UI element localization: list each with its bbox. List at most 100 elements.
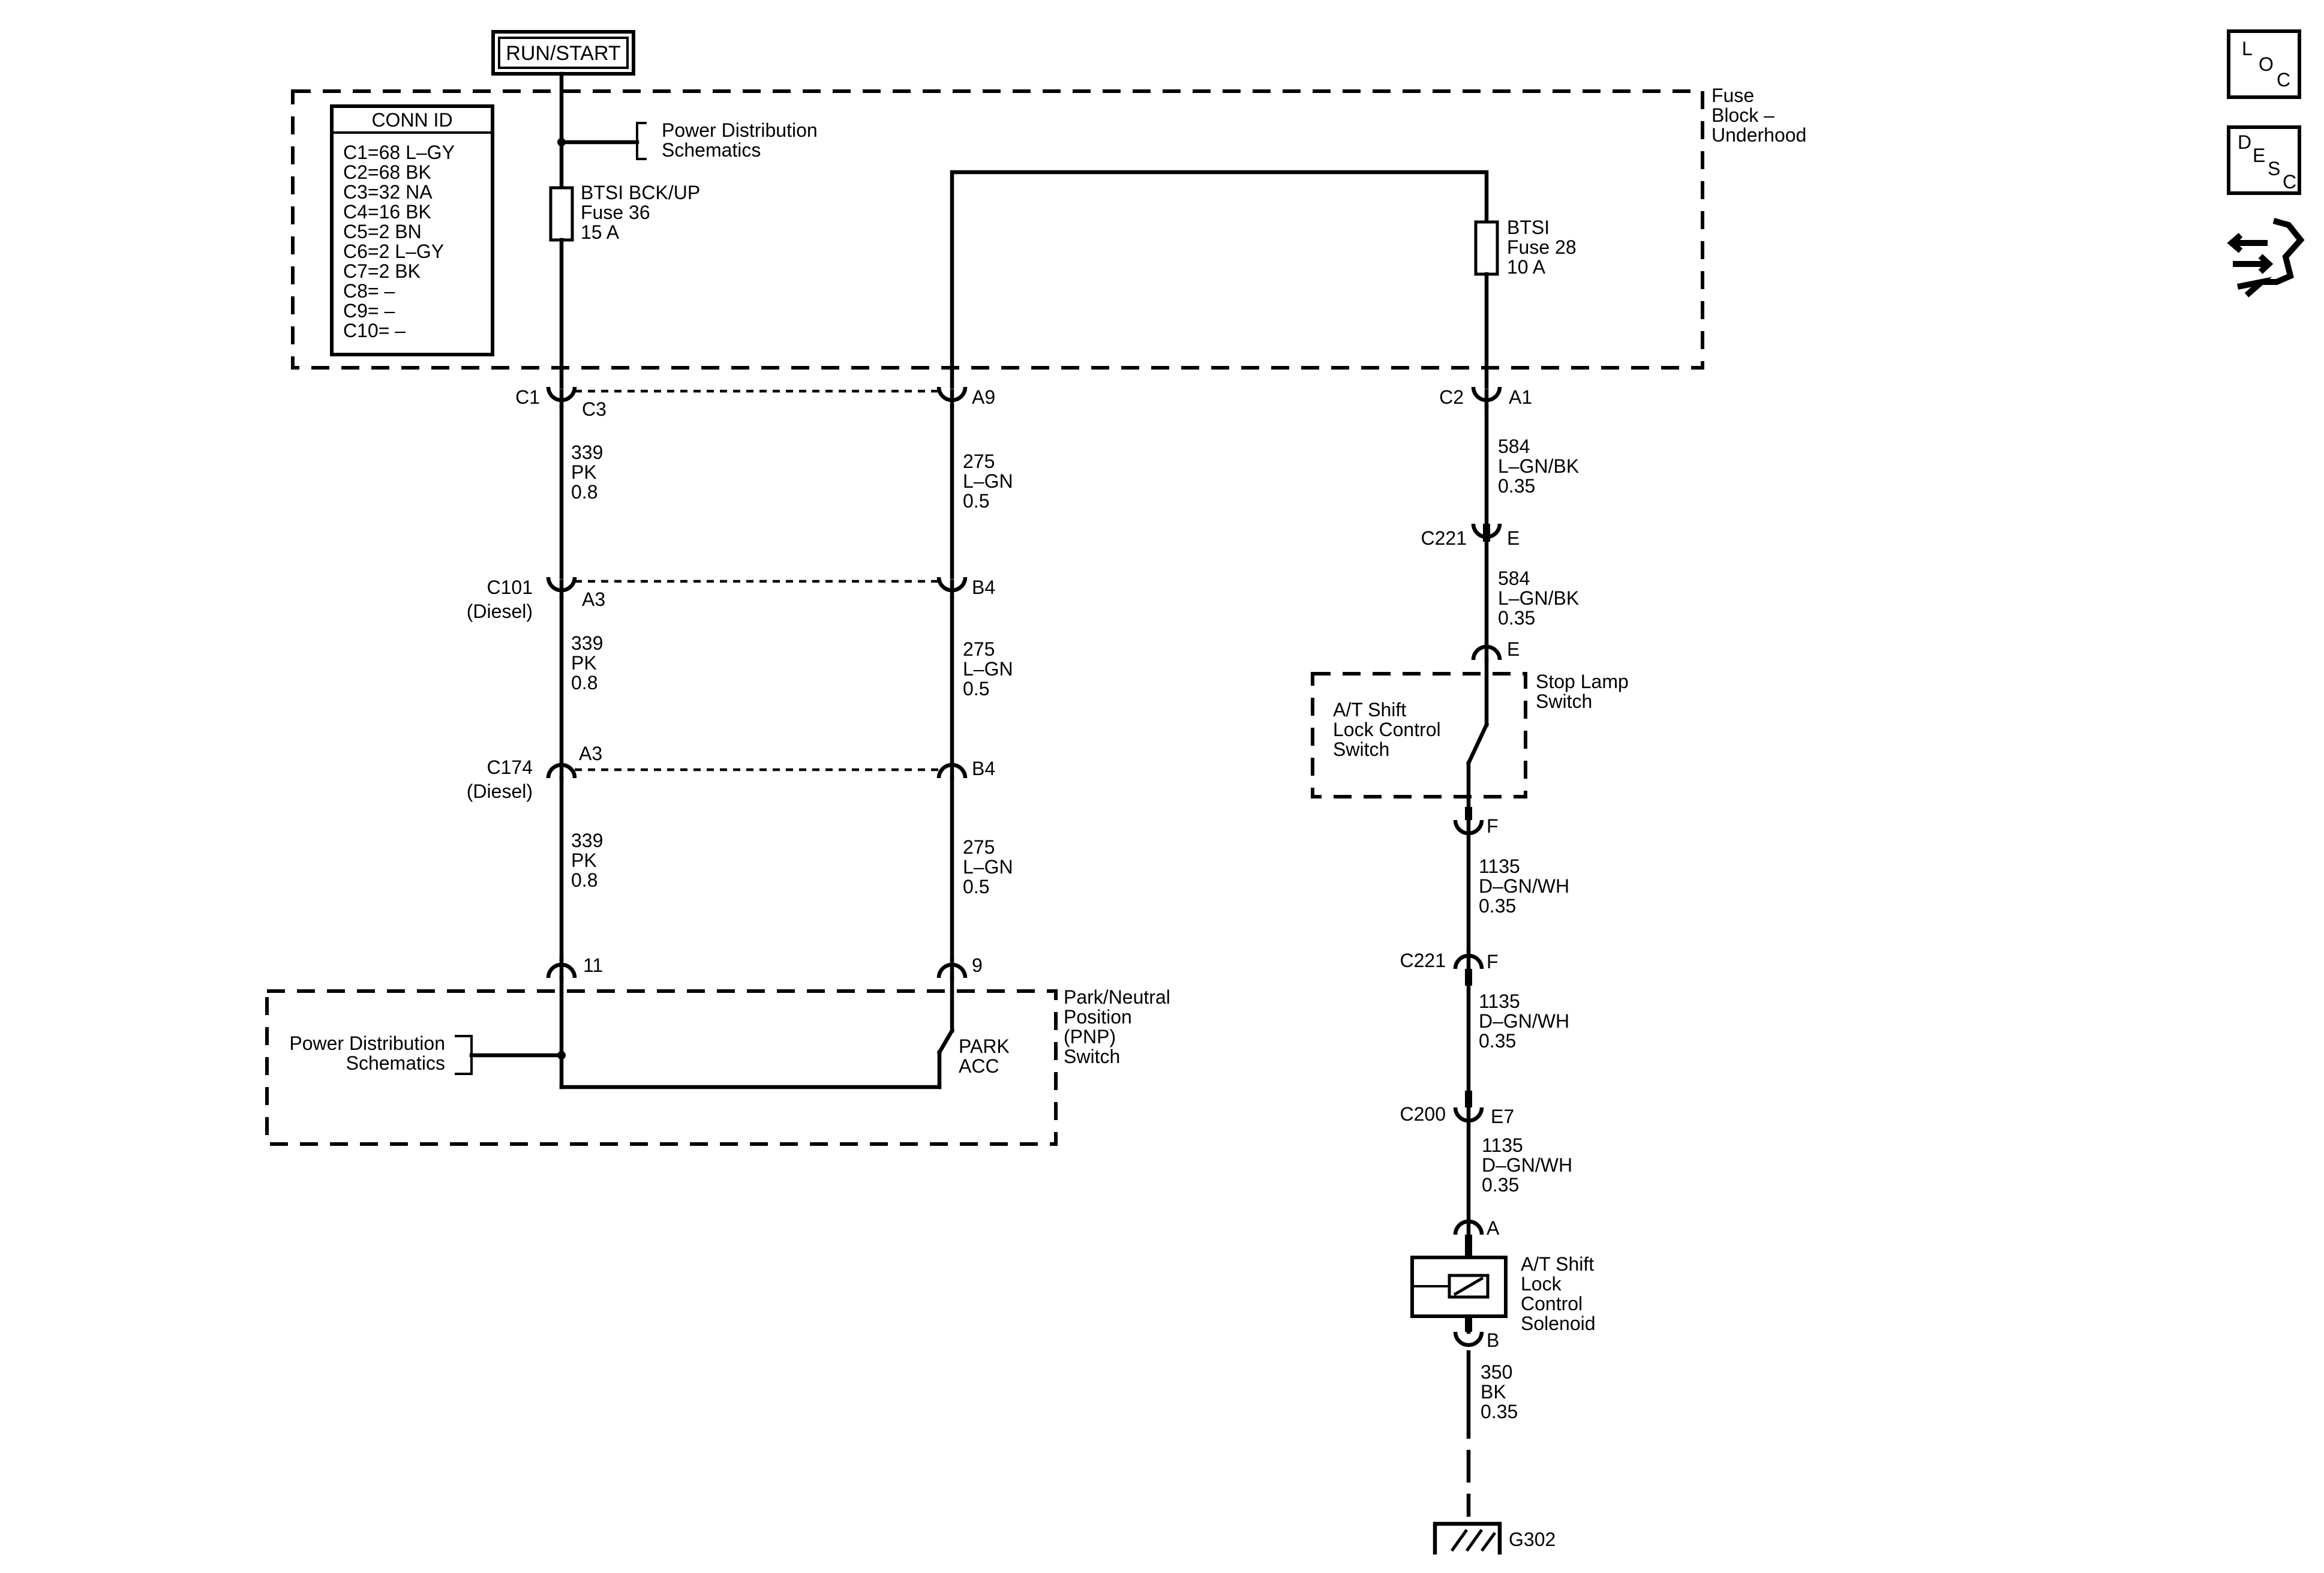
svg-text:BTSI: BTSI [1507, 217, 1550, 238]
fuse-36 [549, 186, 574, 242]
svg-text:E: E [1507, 638, 1520, 660]
svg-text:A/T Shift: A/T Shift [1521, 1253, 1594, 1275]
svg-text:15 A: 15 A [581, 221, 620, 243]
svg-text:(PNP): (PNP) [1064, 1026, 1116, 1047]
svg-text:275: 275 [963, 836, 995, 858]
stop-lamp-switch-label: Stop Lamp Switch [1536, 671, 1629, 712]
svg-text:275: 275 [963, 638, 995, 660]
svg-text:E7: E7 [1491, 1106, 1514, 1127]
svg-text:1135: 1135 [1482, 1134, 1523, 1156]
fuse-28 [1474, 220, 1499, 276]
svg-text:C174: C174 [487, 757, 533, 778]
power-distribution-ref-top: Power Distribution Schematics [636, 119, 818, 161]
conn-id-row: C1=68 L–GY [343, 142, 455, 163]
connector-symbols [546, 386, 1502, 1347]
svg-text:D–GN/WH: D–GN/WH [1479, 875, 1569, 897]
svg-text:Lock: Lock [1521, 1273, 1562, 1295]
svg-text:A: A [1487, 1217, 1500, 1239]
svg-text:C221: C221 [1400, 950, 1446, 971]
conn-id-row: C10= – [343, 320, 406, 341]
svg-text:Control: Control [1521, 1293, 1583, 1314]
svg-text:Switch: Switch [1064, 1046, 1120, 1067]
svg-text:Fuse 36: Fuse 36 [581, 202, 650, 223]
svg-text:L–GN: L–GN [963, 658, 1013, 680]
connector-tool-icon[interactable] [2227, 218, 2305, 298]
svg-text:0.8: 0.8 [571, 481, 597, 503]
wire-labels: 339 PK 0.8 339 PK 0.8 339 PK 0.8 275 L–G… [571, 436, 1579, 1422]
svg-text:584: 584 [1498, 568, 1530, 589]
run-start-label: RUN/START [506, 42, 620, 65]
svg-text:Power Distribution: Power Distribution [289, 1032, 445, 1054]
power-distribution-ref-bottom: Power Distribution Schematics [289, 1032, 473, 1075]
svg-text:C: C [2277, 69, 2290, 91]
svg-text:A9: A9 [972, 386, 995, 408]
at-shift-lock-switch-label: A/T Shift Lock Control Switch [1333, 699, 1441, 760]
solenoid-label: A/T Shift Lock Control Solenoid [1521, 1253, 1596, 1334]
svg-text:S: S [2268, 158, 2280, 179]
svg-text:339: 339 [571, 830, 603, 851]
conn-id-row: C4=16 BK [343, 201, 431, 223]
ground-label: G302 [1509, 1529, 1556, 1550]
svg-text:E: E [1507, 527, 1520, 549]
svg-text:BTSI BCK/UP: BTSI BCK/UP [581, 182, 700, 203]
svg-text:PK: PK [571, 652, 597, 674]
conn-id-row: C6=2 L–GY [343, 241, 444, 262]
svg-text:275: 275 [963, 451, 995, 472]
svg-text:(Diesel): (Diesel) [467, 601, 533, 622]
run-start-box: RUN/START [491, 30, 635, 76]
svg-text:A/T Shift: A/T Shift [1333, 699, 1406, 721]
svg-text:Block –: Block – [1712, 104, 1774, 126]
svg-text:Schematics: Schematics [346, 1052, 445, 1074]
svg-text:Lock Control: Lock Control [1333, 719, 1441, 740]
svg-text:1135: 1135 [1479, 855, 1520, 877]
svg-text:A3: A3 [579, 743, 602, 764]
fuse-block-underhood [291, 89, 1704, 370]
conn-id-table: CONN ID C1=68 L–GY C2=68 BK C3=32 NA C4=… [330, 104, 494, 356]
svg-text:A3: A3 [582, 589, 605, 610]
description-icon[interactable]: D E S C [2227, 125, 2301, 195]
svg-text:(Diesel): (Diesel) [467, 781, 533, 802]
svg-text:L: L [2242, 38, 2253, 59]
svg-text:C2: C2 [1439, 386, 1464, 408]
svg-text:F: F [1487, 951, 1499, 972]
pnp-contact-label: PARK ACC [959, 1035, 1010, 1077]
svg-text:0.8: 0.8 [571, 672, 597, 694]
svg-text:B4: B4 [972, 577, 995, 598]
svg-text:339: 339 [571, 632, 603, 654]
svg-text:0.5: 0.5 [963, 876, 989, 897]
svg-text:Position: Position [1064, 1006, 1132, 1028]
svg-text:C221: C221 [1421, 527, 1467, 549]
svg-text:Switch: Switch [1536, 691, 1592, 712]
svg-text:Stop Lamp: Stop Lamp [1536, 671, 1629, 692]
svg-text:D: D [2238, 131, 2251, 153]
svg-text:L–GN/BK: L–GN/BK [1498, 455, 1579, 477]
conn-id-row: C7=2 BK [343, 260, 421, 282]
svg-text:339: 339 [571, 442, 603, 463]
svg-text:F: F [1487, 815, 1499, 837]
circuit-339-pk [469, 71, 942, 1089]
svg-text:0.35: 0.35 [1481, 1401, 1518, 1422]
svg-text:Fuse: Fuse [1712, 85, 1754, 106]
svg-text:PK: PK [571, 461, 597, 483]
svg-text:L–GN/BK: L–GN/BK [1498, 587, 1579, 609]
svg-text:Switch: Switch [1333, 739, 1389, 760]
svg-text:10 A: 10 A [1507, 256, 1546, 278]
location-icon[interactable]: L O C [2227, 29, 2301, 99]
svg-text:Schematics: Schematics [662, 139, 761, 161]
svg-text:1135: 1135 [1479, 990, 1520, 1012]
svg-text:BK: BK [1481, 1381, 1506, 1403]
conn-id-row: C9= – [343, 300, 395, 322]
svg-text:B: B [1487, 1329, 1499, 1351]
svg-text:Power Distribution: Power Distribution [662, 119, 818, 141]
svg-text:D–GN/WH: D–GN/WH [1479, 1010, 1569, 1032]
circuit-275-lgn [936, 170, 1489, 1089]
svg-text:350: 350 [1481, 1361, 1512, 1383]
connector-labels: C1 C3 A9 C2 A1 C221 E E C101 (Diesel) A3… [467, 386, 1532, 1351]
svg-text:0.35: 0.35 [1498, 475, 1535, 497]
svg-text:11: 11 [583, 954, 603, 976]
svg-text:0.35: 0.35 [1479, 895, 1516, 917]
ground-g302: G302 [1433, 1521, 1556, 1555]
svg-text:C3: C3 [582, 398, 606, 420]
svg-text:ACC: ACC [959, 1055, 999, 1077]
